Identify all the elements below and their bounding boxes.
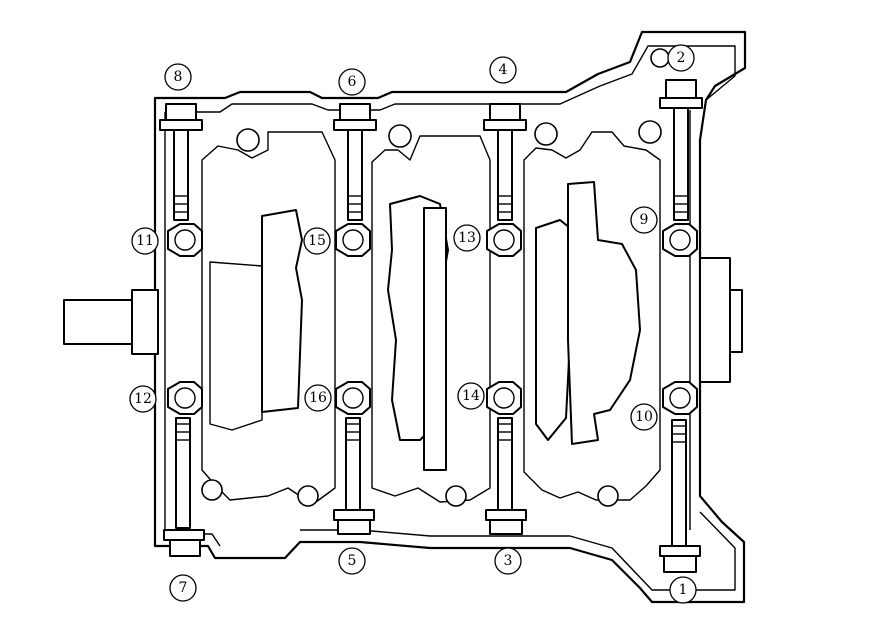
callout-1-label: 1 <box>679 582 688 598</box>
callout-5: 5 <box>338 547 366 575</box>
bolt-1 <box>659 419 701 573</box>
locating-hole <box>534 122 558 146</box>
callout-8-label: 8 <box>174 69 183 85</box>
callout-11: 11 <box>131 227 159 255</box>
callout-10: 10 <box>630 403 658 431</box>
crank-counterweight-3 <box>567 181 641 445</box>
crank-throw-1 <box>209 261 263 431</box>
bolt-4 <box>483 103 527 221</box>
callout-13: 13 <box>453 224 481 252</box>
callout-15: 15 <box>303 227 331 255</box>
callout-1: 1 <box>669 576 697 604</box>
callout-7-label: 7 <box>179 580 188 596</box>
callout-3-label: 3 <box>504 553 513 569</box>
callout-3: 3 <box>494 547 522 575</box>
callout-7: 7 <box>169 574 197 602</box>
bearing-bay-2 <box>371 135 491 503</box>
callout-4: 4 <box>489 56 517 84</box>
bolt-6 <box>333 103 377 221</box>
callout-2-label: 2 <box>677 50 686 66</box>
callout-5-label: 5 <box>348 553 357 569</box>
locating-hole <box>236 128 260 152</box>
callout-15-label: 15 <box>308 233 326 249</box>
crank-counterweight-2 <box>423 207 447 471</box>
locating-hole <box>445 485 467 507</box>
callout-14: 14 <box>457 382 485 410</box>
callout-10-label: 10 <box>635 409 653 425</box>
locating-hole <box>297 485 319 507</box>
bolt-head-16 <box>335 381 371 415</box>
callout-16-label: 16 <box>309 390 327 406</box>
crank-front-collar <box>131 289 159 355</box>
locating-hole <box>597 485 619 507</box>
callout-16: 16 <box>304 384 332 412</box>
callout-4-label: 4 <box>499 62 508 78</box>
bearing-bay-1 <box>201 131 336 503</box>
bolt-head-11 <box>167 223 203 257</box>
callout-9: 9 <box>630 206 658 234</box>
bolt-head-14 <box>486 381 522 415</box>
bolt-8 <box>159 103 203 221</box>
housing-inner-outline <box>165 45 736 113</box>
callout-12: 12 <box>129 385 157 413</box>
bolt-3 <box>485 417 527 535</box>
housing-inner-outline-bottom <box>165 511 736 591</box>
bolt-7 <box>163 417 205 557</box>
callout-8: 8 <box>164 63 192 91</box>
crank-web-1 <box>261 209 303 413</box>
bolt-5 <box>333 417 375 535</box>
crank-rear-hub <box>729 289 743 353</box>
callout-6-label: 6 <box>348 74 357 90</box>
crank-rear-flange <box>699 257 731 383</box>
locating-hole <box>201 479 223 501</box>
bearing-bay-3 <box>523 131 661 501</box>
callout-2: 2 <box>667 44 695 72</box>
bolt-2 <box>659 79 703 221</box>
callout-13-label: 13 <box>458 230 476 246</box>
callout-12-label: 12 <box>134 391 152 407</box>
callout-14-label: 14 <box>462 388 480 404</box>
bolt-head-15 <box>335 223 371 257</box>
locating-hole <box>638 120 662 144</box>
locating-hole <box>388 124 412 148</box>
bolt-head-10 <box>662 381 698 415</box>
bolt-head-9 <box>662 223 698 257</box>
housing-outline <box>153 30 747 604</box>
crank-front-snout <box>63 299 135 345</box>
bolt-head-13 <box>486 223 522 257</box>
callout-9-label: 9 <box>640 212 649 228</box>
callout-11-label: 11 <box>136 233 154 249</box>
bolt-head-12 <box>167 381 203 415</box>
locating-hole <box>650 48 670 68</box>
callout-6: 6 <box>338 68 366 96</box>
